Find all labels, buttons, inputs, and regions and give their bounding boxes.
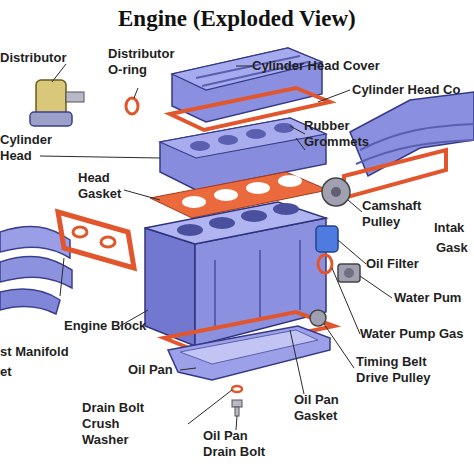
part-label: Oil Filter [366, 256, 419, 272]
camshaft-pulley [322, 178, 350, 206]
part-label: Gask [436, 240, 468, 256]
part-label: Camshaft Pulley [362, 198, 434, 230]
leader-line [188, 390, 232, 424]
cylinder-bore [177, 224, 203, 236]
part-label: Cylinder Head [0, 132, 66, 164]
oil-pan-inner [180, 330, 318, 364]
cylinder-bore [241, 210, 267, 222]
block-front [145, 228, 195, 346]
drive-pulley [310, 310, 326, 326]
oil-filter [316, 226, 338, 252]
distributor-shaft [66, 92, 84, 102]
distributor-base [30, 112, 72, 126]
part-label: Distributor O-ring [108, 46, 190, 78]
part-label: Cylinder Head Cover [252, 58, 380, 74]
drain-bolt-shank [235, 407, 239, 416]
leader-line [318, 90, 350, 102]
block-rib [259, 250, 261, 320]
cylinder-head [160, 118, 326, 190]
leader-line [236, 416, 237, 430]
leader-line [60, 258, 64, 296]
leader-line [180, 368, 196, 370]
leader-line [296, 138, 305, 150]
gasket-bore [182, 196, 206, 208]
leader-line [52, 64, 66, 82]
leader-line [324, 324, 354, 368]
water-pump-ring [318, 255, 332, 273]
head-port [246, 129, 266, 139]
gasket-bore [214, 189, 238, 201]
leader-line [338, 240, 366, 264]
pulley-hub [331, 187, 341, 197]
leader-line [348, 200, 362, 212]
intake-runner [356, 140, 474, 164]
cylinder-bore [273, 203, 299, 215]
cylinder-bore [209, 217, 235, 229]
crush-washer [232, 386, 242, 392]
part-label: Water Pump Gas [360, 326, 464, 342]
part-label: Distributor [0, 50, 66, 66]
part-label: Head Gasket [78, 170, 130, 202]
leader-line [360, 276, 392, 298]
part-label: Intak [434, 220, 464, 236]
leader-line [290, 126, 305, 134]
part-label: et [0, 364, 12, 380]
part-label: Cylinder Head Co [352, 82, 460, 98]
water-pump [338, 264, 360, 282]
head-port [190, 141, 210, 151]
leader-line [332, 268, 360, 334]
part-label: Oil Pan [128, 362, 173, 378]
gasket-bore [246, 182, 270, 194]
block-rib [299, 240, 301, 310]
distributor-body [36, 80, 66, 116]
leader-line [124, 190, 160, 200]
exhaust-gasket [58, 212, 134, 268]
head-port [218, 135, 238, 145]
gasket-bore [278, 175, 302, 187]
part-label: Water Pum [394, 290, 461, 306]
part-label: st Manifold [0, 344, 69, 360]
part-label: Timing Belt Drive Pulley [356, 354, 446, 386]
part-label: Oil Pan Gasket [294, 392, 356, 424]
part-label: Engine Block [64, 318, 146, 334]
leader-line [40, 156, 160, 158]
block-top [145, 202, 326, 244]
gasket-port [101, 237, 115, 247]
oil-pan [168, 326, 330, 380]
head-port [274, 123, 294, 133]
cylinder-head-top [160, 118, 326, 158]
gasket-port [73, 227, 87, 237]
intake-gasket [344, 150, 446, 198]
o-ring [126, 98, 138, 114]
part-label: Rubber Grommets [304, 118, 374, 150]
leader-line [134, 88, 138, 98]
block-rib [214, 260, 216, 330]
drain-bolt-head [232, 400, 242, 407]
leader-line [290, 330, 304, 394]
exhaust-pipe [0, 289, 60, 314]
leader-line [236, 66, 252, 67]
diagram-title: Engine (Exploded View) [118, 6, 356, 32]
part-label: Oil Pan Drain Bolt [203, 428, 275, 460]
water-pump-hub [344, 268, 354, 278]
part-label: Drain Bolt Crush Washer [82, 400, 164, 448]
